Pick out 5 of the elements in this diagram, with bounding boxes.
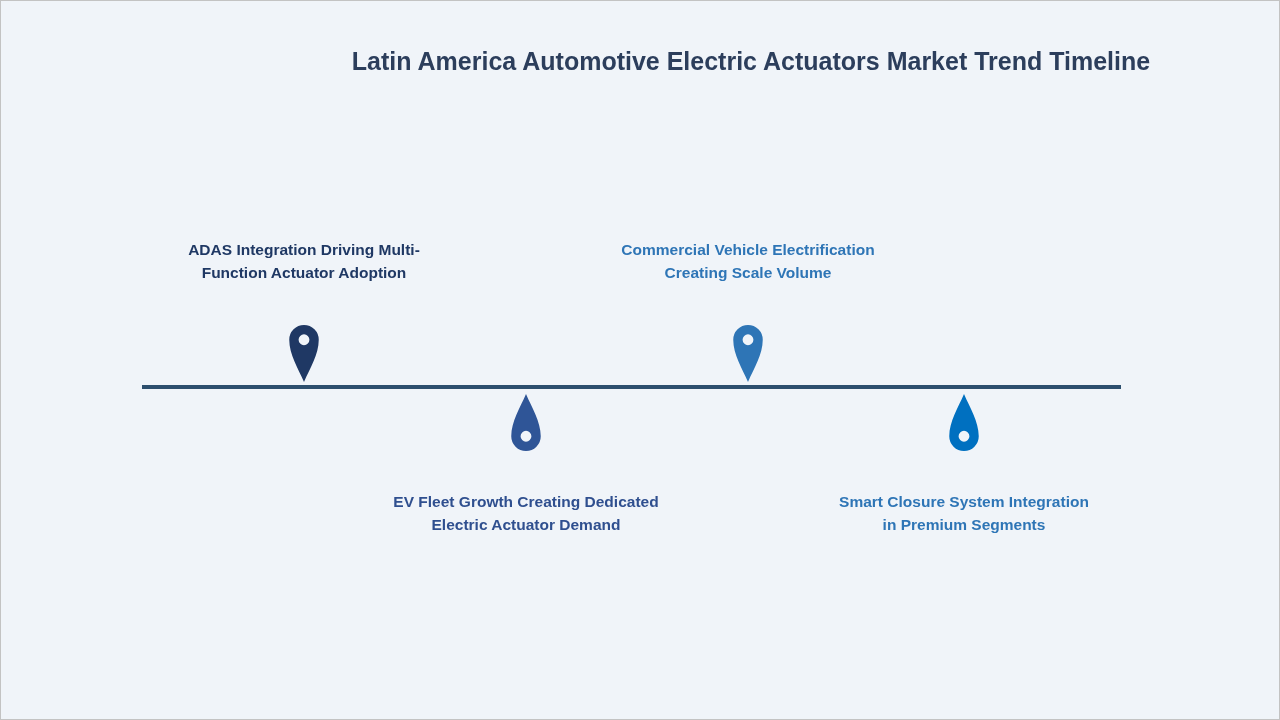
milestone-text: Smart Closure System Integration in Premium Segments	[838, 492, 1090, 535]
milestone-text: Commercial Vehicle Electrification Creating Scale Volume	[620, 240, 876, 283]
milestone-text: EV Fleet Growth Creating Dedicated Electric Actuator Demand	[392, 492, 660, 535]
milestone-text: ADAS Integration Driving Multi-Function Actuator Adoption	[187, 240, 421, 283]
title: Latin America Automotive Electric Actuators Market Trend Timeline	[350, 46, 1152, 77]
